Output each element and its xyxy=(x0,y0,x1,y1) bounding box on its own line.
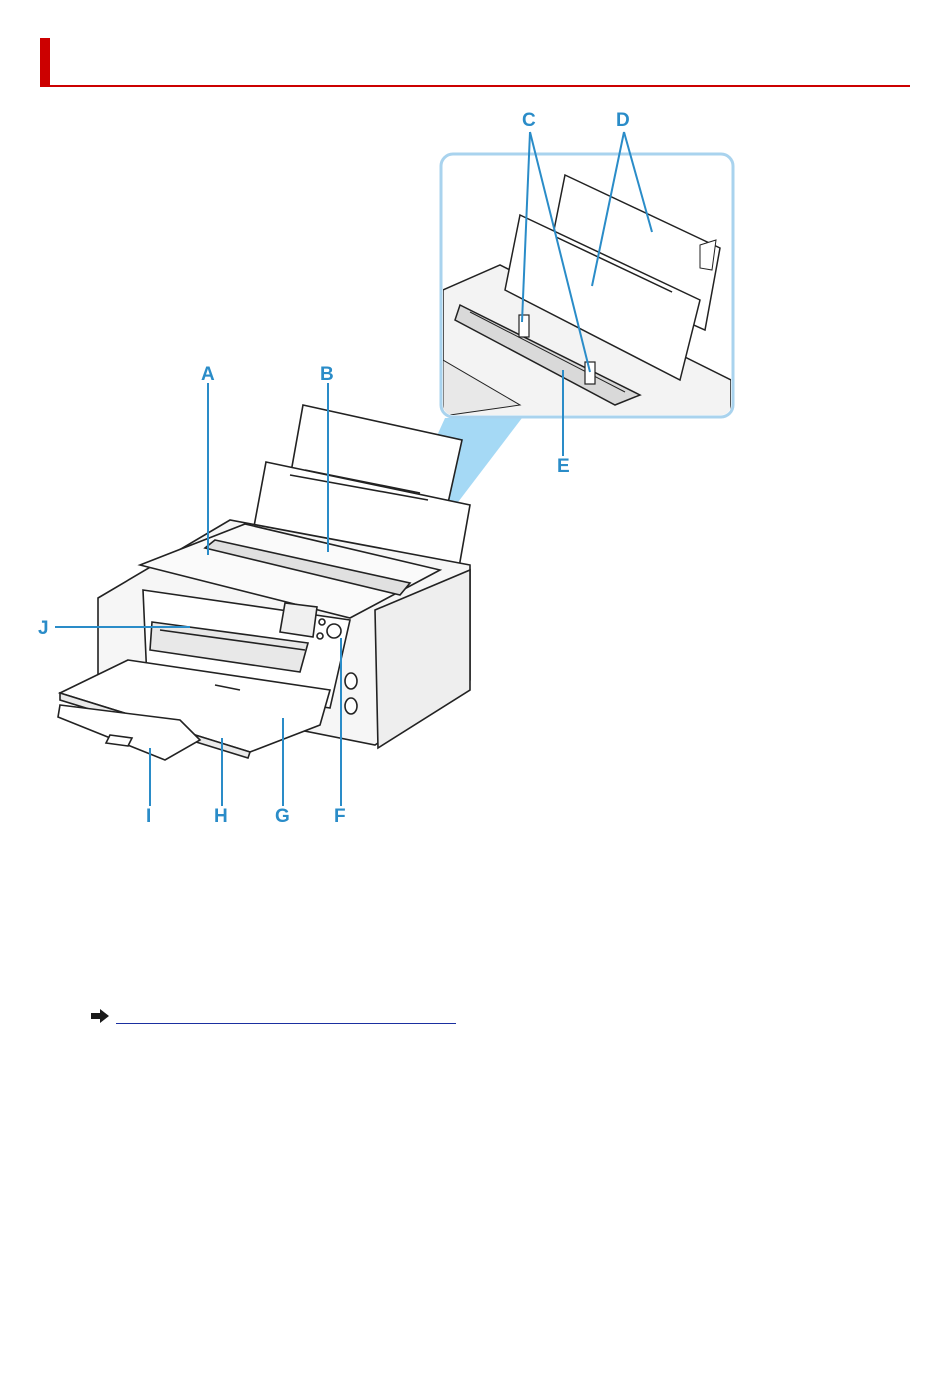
reference-link[interactable] xyxy=(116,1009,456,1024)
callout-c: C xyxy=(522,110,536,131)
callout-e: E xyxy=(557,456,570,477)
inset-detail xyxy=(441,132,733,456)
callout-f: F xyxy=(334,806,346,827)
arrow-right-icon xyxy=(90,1009,110,1023)
callout-a: A xyxy=(201,364,215,385)
reference-link-row[interactable] xyxy=(90,1006,456,1026)
callout-d: D xyxy=(616,110,630,131)
callout-i: I xyxy=(146,806,151,827)
printer-illustration xyxy=(58,405,470,760)
callout-b: B xyxy=(320,364,334,385)
callout-j: J xyxy=(38,618,49,639)
callout-h: H xyxy=(214,806,228,827)
callout-g: G xyxy=(275,806,290,827)
printer-figure: A B C D E F G H I J xyxy=(0,0,950,880)
